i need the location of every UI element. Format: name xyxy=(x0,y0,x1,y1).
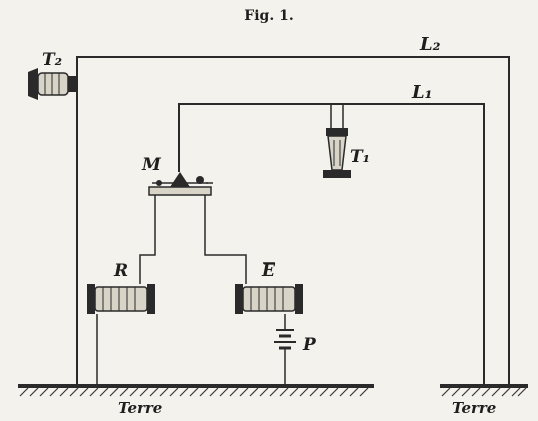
coil-r-icon xyxy=(87,284,155,314)
receiver-t2-icon xyxy=(28,68,76,100)
microphone-m-icon xyxy=(148,172,213,196)
label-earth-left: Terre xyxy=(118,399,162,417)
ground-left xyxy=(18,384,374,397)
label-m: M xyxy=(141,155,162,175)
label-t2: T₂ xyxy=(42,50,62,70)
line-l2-wire xyxy=(76,56,510,384)
microphone-to-e-wire xyxy=(204,195,247,284)
ground-right xyxy=(440,384,528,397)
coil-e-icon xyxy=(235,284,303,314)
label-l2: L₂ xyxy=(419,34,441,55)
label-p: P xyxy=(302,335,317,355)
label-e: E xyxy=(261,261,276,281)
label-earth-right: Terre xyxy=(452,399,496,417)
battery-p-icon xyxy=(274,314,296,384)
label-r: R xyxy=(113,261,128,281)
transmitter-t1-icon xyxy=(323,104,351,178)
figure-title: Fig. 1. xyxy=(244,8,293,24)
microphone-to-r-wire xyxy=(139,195,156,284)
label-l1: L₁ xyxy=(411,82,433,103)
label-t1: T₁ xyxy=(350,147,370,167)
